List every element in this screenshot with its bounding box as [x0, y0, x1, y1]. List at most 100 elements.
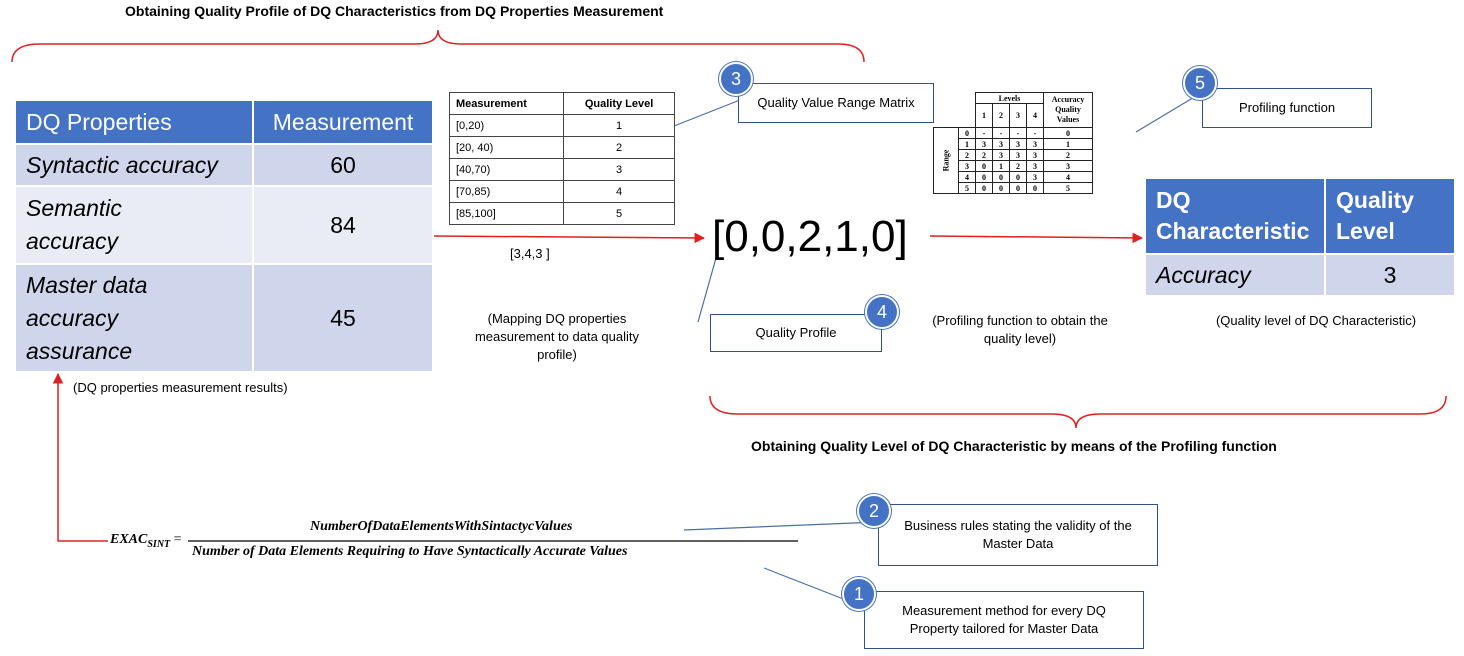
bottom-brace: [709, 395, 1447, 429]
profiling-matrix-table: Levels Accuracy Quality Values 1 2 3 4 R…: [933, 92, 1093, 194]
callout-box-4: Quality Profile: [710, 314, 882, 352]
header-measurement: Measurement: [252, 99, 434, 145]
matrix-cell: -: [1026, 127, 1044, 139]
property-measurement: 45: [252, 263, 434, 373]
range-matrix-table: Measurement Quality Level [0,20)1 [20, 4…: [448, 92, 675, 225]
matrix-cell: 0: [1009, 182, 1027, 194]
matrix-cell: 3: [1026, 138, 1044, 150]
matrix-cell: -: [1009, 127, 1027, 139]
property-name: Semantic accuracy: [14, 185, 254, 265]
mapping-caption: (Mapping DQ properties measurement to da…: [474, 311, 640, 362]
characteristic-level: 3: [1324, 253, 1456, 297]
matrix-cell: 3: [975, 138, 993, 150]
matrix-cell: 3: [1009, 138, 1027, 150]
range-index: 3: [958, 160, 976, 172]
header-quality-level: Quality Level: [1324, 177, 1456, 255]
dq-characteristic-table: DQ Characteristic Quality Level Accuracy…: [1144, 177, 1456, 297]
matrix-cell: 3: [992, 149, 1010, 161]
range-cell: [70,85): [448, 180, 565, 203]
corner-blank: [934, 93, 976, 104]
top-heading: Obtaining Quality Profile of DQ Characte…: [125, 3, 664, 19]
callout-box-3: Quality Value Range Matrix: [738, 83, 934, 123]
formula-denominator: Number of Data Elements Requiring to Hav…: [192, 544, 628, 559]
callout-number-2: 2: [857, 494, 891, 528]
callout-number-1: 1: [842, 577, 876, 611]
callout-number-5: 5: [1183, 66, 1217, 100]
value-cell: 4: [1043, 171, 1093, 183]
matrix-cell: 0: [1009, 171, 1027, 183]
properties-caption: (DQ properties measurement results): [73, 380, 288, 395]
callout-box-1: Measurement method for every DQ Property…: [864, 591, 1144, 649]
characteristic-caption: (Quality level of DQ Characteristic): [1215, 313, 1417, 328]
range-index: 2: [958, 149, 976, 161]
matrix-cell: 0: [975, 171, 993, 183]
callout-box-2: Business rules stating the validity of t…: [878, 504, 1158, 566]
matrix-cell: 0: [992, 171, 1010, 183]
arrow-profile-to-characteristic: [929, 232, 1144, 244]
value-cell: 5: [1043, 182, 1093, 194]
value-cell: 1: [1043, 138, 1093, 150]
matrix-cell: 3: [1009, 149, 1027, 161]
corner-blank: [934, 104, 976, 128]
matrix-cell: 3: [992, 138, 1010, 150]
level-number: 1: [975, 103, 993, 128]
level-number: 2: [992, 103, 1010, 128]
matrix-cell: 2: [975, 149, 993, 161]
leader-callout-1: [763, 567, 847, 601]
formula-numerator: NumberOfDataElementsWithSintactycValues: [310, 519, 573, 534]
matrix-cell: -: [992, 127, 1010, 139]
matrix-cell: 0: [992, 182, 1010, 194]
formula-lhs-sub: SINT: [147, 538, 171, 550]
leader-callout-5: [1135, 95, 1197, 133]
range-header-quality-level: Quality Level: [563, 92, 675, 115]
arrow-measurement-to-profile: [431, 232, 706, 244]
matrix-cell: 3: [1026, 160, 1044, 172]
matrix-cell: 0: [975, 182, 993, 194]
level-number: 4: [1026, 103, 1044, 128]
matrix-cell: 3: [1026, 149, 1044, 161]
range-index: 1: [958, 138, 976, 150]
range-cell: [20, 40): [448, 136, 565, 159]
values-header: Accuracy Quality Values: [1043, 92, 1093, 128]
callout-box-5: Profiling function: [1202, 88, 1372, 128]
matrix-cell: 3: [1026, 171, 1044, 183]
header-dq-characteristic: DQ Characteristic: [1144, 177, 1326, 255]
property-name: Syntactic accuracy: [14, 143, 254, 187]
header-dq-properties: DQ Properties: [14, 99, 254, 145]
range-cell: [40,70): [448, 158, 565, 181]
property-measurement: 84: [252, 185, 434, 265]
dq-properties-table: DQ Properties Measurement Syntactic accu…: [14, 99, 434, 373]
matrix-cell: 1: [992, 160, 1010, 172]
level-cell: 4: [563, 180, 675, 203]
leader-callout-3: [673, 99, 741, 127]
mapping-vector: [3,4,3 ]: [510, 246, 550, 261]
formula-lhs: EXACSINT =: [110, 532, 182, 550]
arrow-formula-to-properties: [52, 372, 108, 542]
callout-number-4: 4: [865, 295, 899, 329]
matrix-cell: 2: [1009, 160, 1027, 172]
leader-callout-4: [697, 257, 717, 323]
property-name-text: Master data accuracy assurance: [26, 271, 148, 364]
profile-vector: [0,0,2,1,0]: [712, 212, 908, 261]
callout-number-3: 3: [719, 62, 753, 96]
matrix-cell: 0: [1026, 182, 1044, 194]
range-header-measurement: Measurement: [448, 92, 565, 115]
level-cell: 3: [563, 158, 675, 181]
formula-equals: =: [173, 532, 182, 547]
range-index: 5: [958, 182, 976, 194]
level-cell: 1: [563, 114, 675, 137]
value-cell: 3: [1043, 160, 1093, 172]
leader-callout-2: [683, 521, 879, 531]
value-cell: 0: [1043, 127, 1093, 139]
bottom-heading: Obtaining Quality Level of DQ Characteri…: [751, 438, 1277, 454]
range-index: 0: [958, 127, 976, 139]
range-label-cell: Range: [933, 127, 959, 194]
levels-label: Levels: [975, 92, 1044, 104]
characteristic-name: Accuracy: [1144, 253, 1326, 297]
range-label: Range: [941, 149, 951, 172]
property-name: Master data accuracy assurance: [14, 263, 254, 373]
level-cell: 2: [563, 136, 675, 159]
matrix-cell: -: [975, 127, 993, 139]
matrix-cell: 0: [975, 160, 993, 172]
